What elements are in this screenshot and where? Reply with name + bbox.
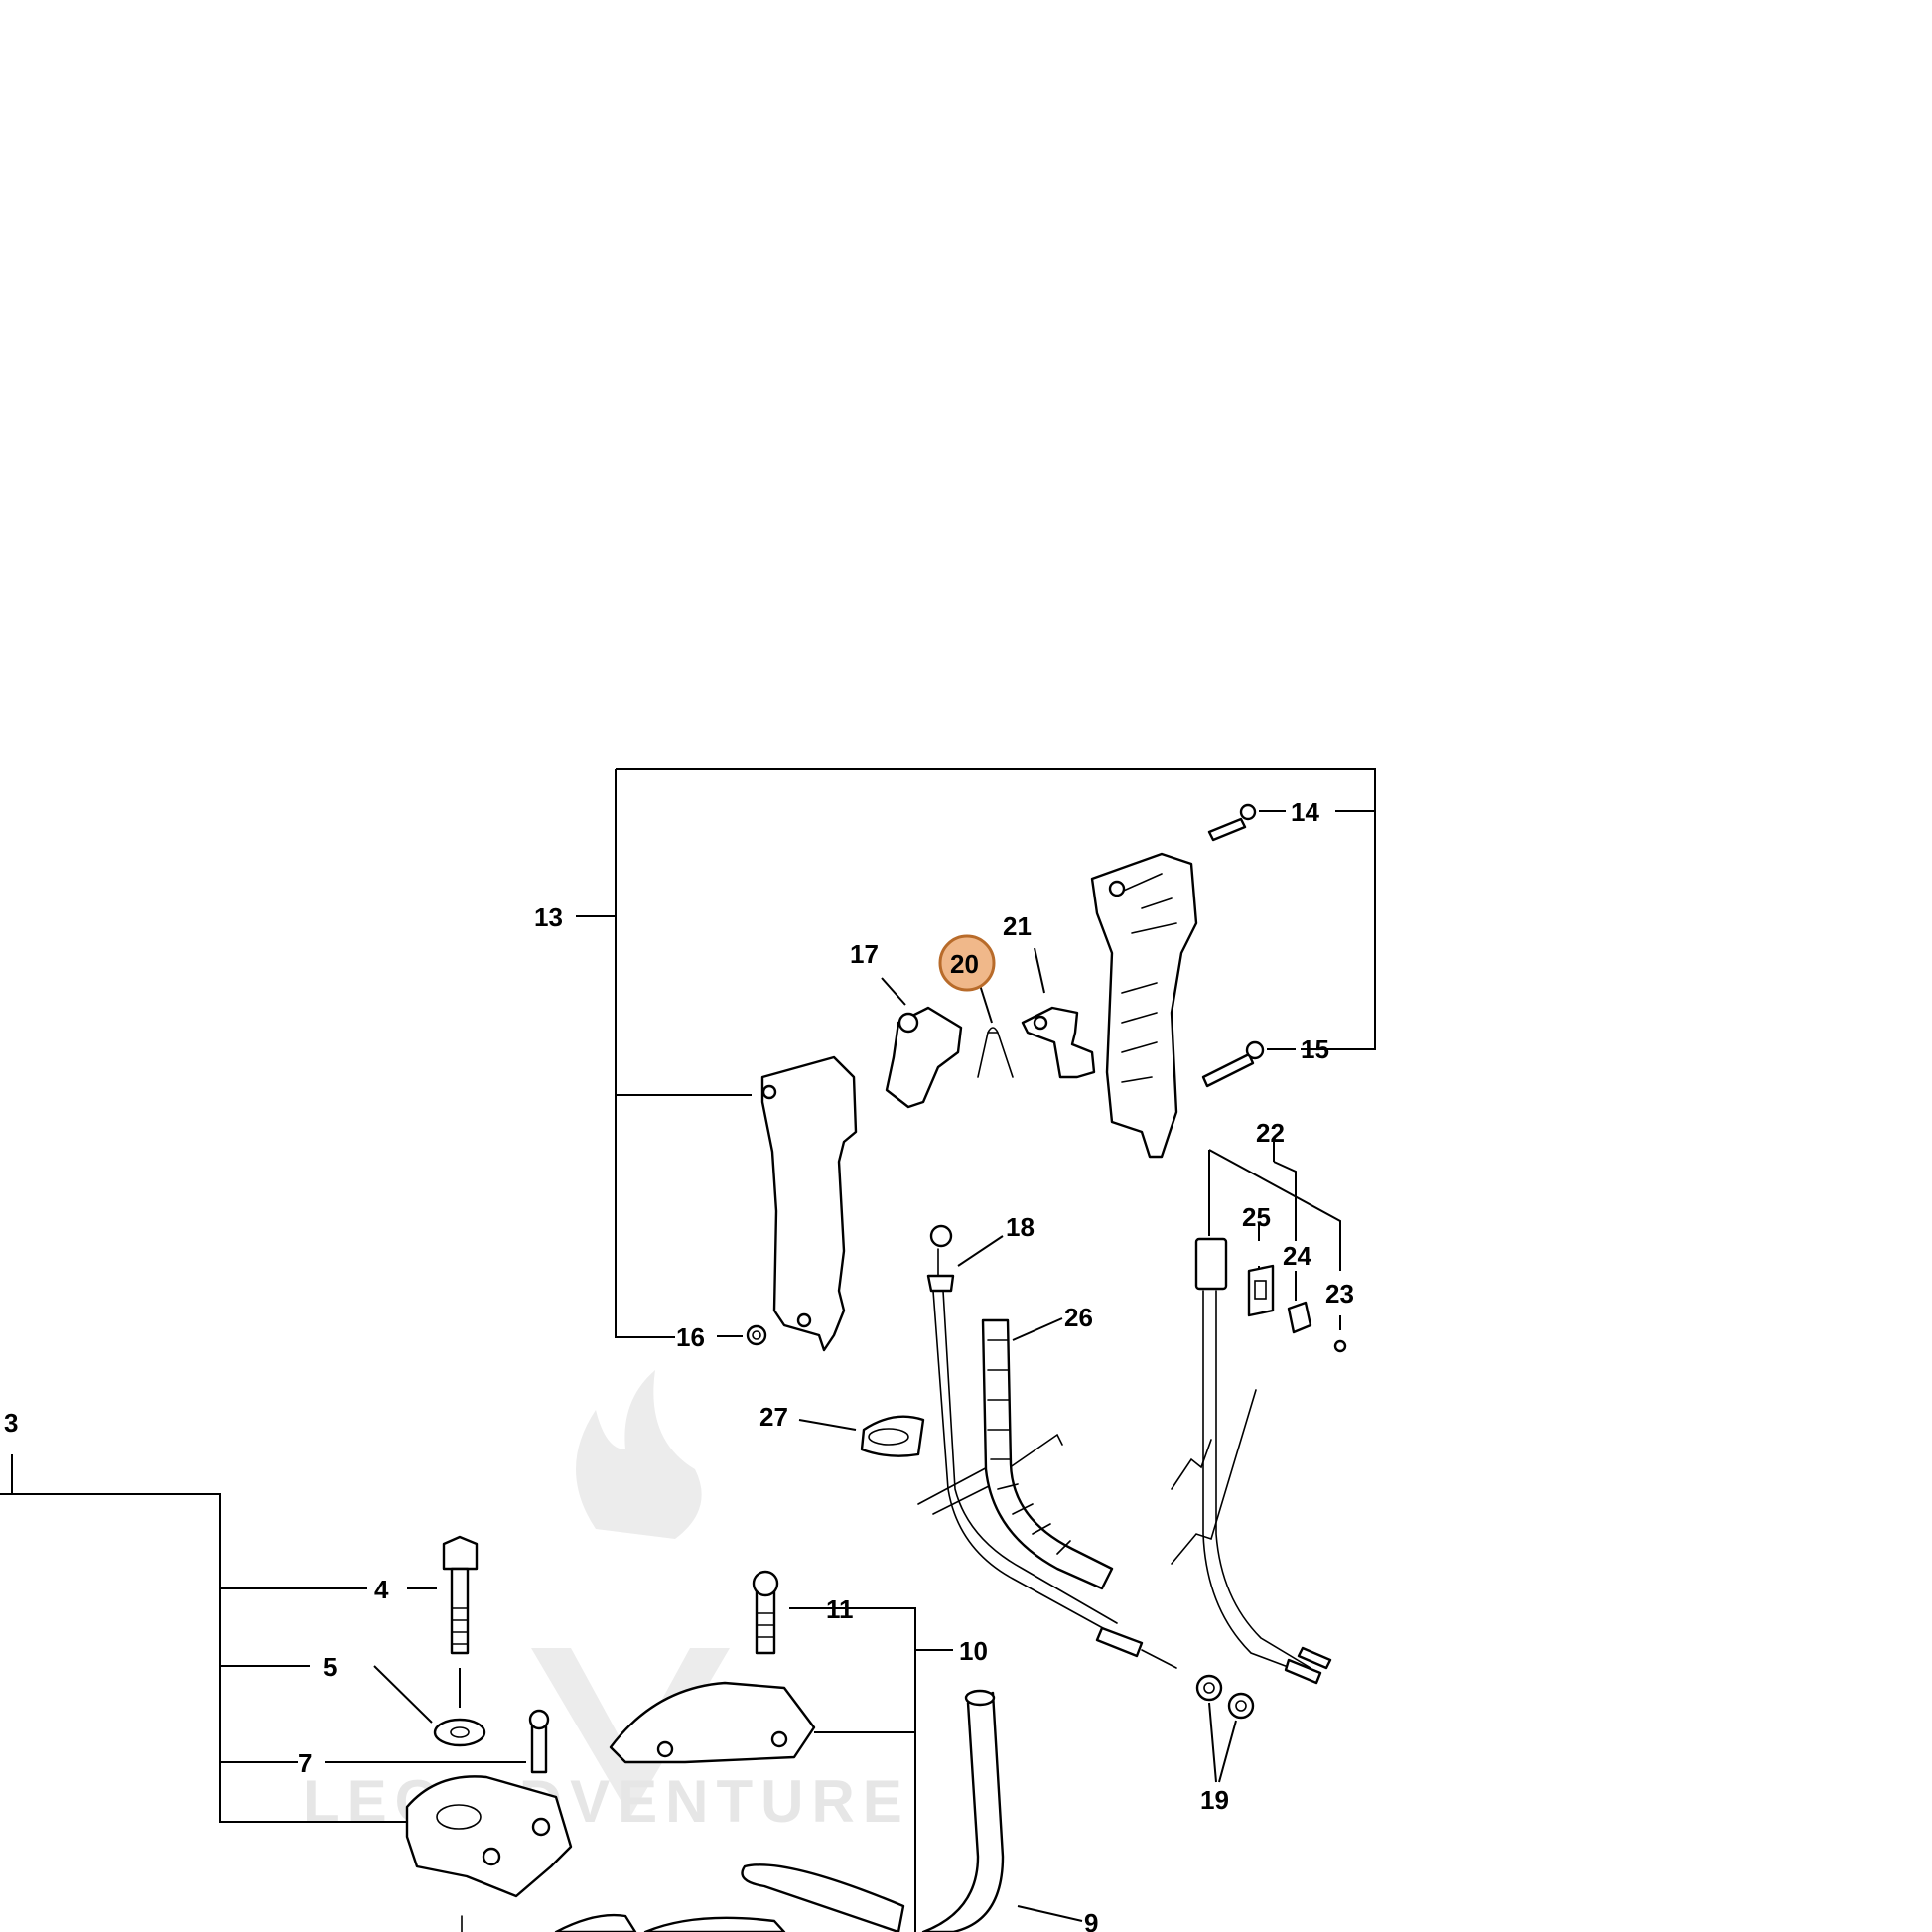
plate-25 — [1247, 1264, 1275, 1317]
screw-11 — [752, 1570, 820, 1655]
throttle-cable-18 — [917, 1224, 1177, 1669]
bracket-3 — [0, 1454, 407, 1823]
wire-harness — [1171, 1237, 1332, 1685]
callout-23: 23 — [1325, 1279, 1354, 1309]
bolt-4 — [407, 1535, 479, 1655]
trigger-lock-17 — [881, 977, 963, 1109]
conduit-26 — [981, 1317, 1114, 1590]
callout-19: 19 — [1200, 1785, 1229, 1815]
callout-26: 26 — [1064, 1303, 1093, 1332]
throttle-trigger-21 — [1021, 947, 1096, 1079]
bracket-22 — [1208, 1140, 1341, 1330]
clip-24 — [1287, 1301, 1312, 1334]
clamp-base — [405, 1775, 573, 1898]
grip-bottom-partial — [461, 1913, 786, 1932]
callout-27: 27 — [759, 1402, 788, 1432]
callout-25: 25 — [1242, 1202, 1271, 1232]
watermark-logo — [531, 1370, 730, 1817]
handle-right-half — [1090, 852, 1198, 1159]
callout-11: 11 — [826, 1594, 854, 1624]
clamp-cover — [609, 1681, 816, 1764]
callout-4: 4 — [374, 1575, 389, 1604]
clip-27 — [798, 1415, 925, 1457]
spring-20 — [977, 984, 1014, 1078]
washer-5 — [373, 1665, 486, 1747]
callout-10: 10 — [959, 1636, 988, 1666]
handlebar-tube-9 — [741, 1689, 1083, 1932]
callout-22: 22 — [1256, 1118, 1285, 1148]
watermark-text: LEC ADVENTURE — [303, 1768, 910, 1835]
callout-16: 16 — [676, 1322, 705, 1352]
callout-7: 7 — [298, 1748, 312, 1778]
screw-7 — [325, 1709, 550, 1774]
callout-14: 14 — [1291, 797, 1319, 827]
screw-23 — [1333, 1339, 1347, 1353]
nuts-19 — [1195, 1674, 1255, 1783]
bracket-13 — [576, 768, 1376, 1338]
screw-14 — [1207, 803, 1286, 842]
callout-13: 13 — [534, 902, 563, 932]
callout-24: 24 — [1283, 1241, 1311, 1271]
highlight-20[interactable] — [938, 934, 996, 992]
callout-9: 9 — [1084, 1908, 1098, 1932]
callout-17: 17 — [850, 939, 879, 969]
callout-5: 5 — [323, 1652, 337, 1682]
callout-15: 15 — [1301, 1035, 1329, 1064]
callout-18: 18 — [1006, 1212, 1035, 1242]
callout-3: 3 — [4, 1408, 18, 1438]
handle-left-half — [760, 1055, 858, 1352]
bracket-10 — [814, 1607, 953, 1932]
nut-16 — [717, 1324, 767, 1346]
screw-15 — [1201, 1040, 1296, 1088]
callout-20: 20 — [950, 949, 979, 979]
callout-21: 21 — [1003, 911, 1032, 941]
